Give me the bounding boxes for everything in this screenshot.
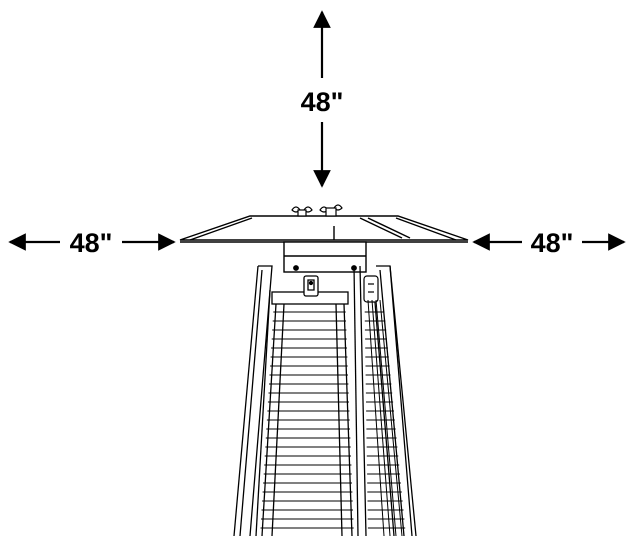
reflector-fittings [291, 204, 343, 217]
right-clearance-label: 48" [531, 228, 574, 258]
side-bracket [363, 275, 379, 303]
grill-side-strand [367, 299, 385, 536]
front-latch [303, 275, 319, 297]
heater-grill [260, 299, 406, 536]
grill-side-strand [375, 299, 397, 536]
left-clearance-label: 48" [70, 228, 113, 258]
grill-side-strand [379, 299, 403, 536]
grill-side-strand [371, 299, 391, 536]
heater-collar [283, 241, 367, 273]
heater-reflector [179, 215, 469, 243]
heater-pyramid-frame [233, 265, 417, 536]
top-clearance-label: 48" [301, 87, 344, 117]
